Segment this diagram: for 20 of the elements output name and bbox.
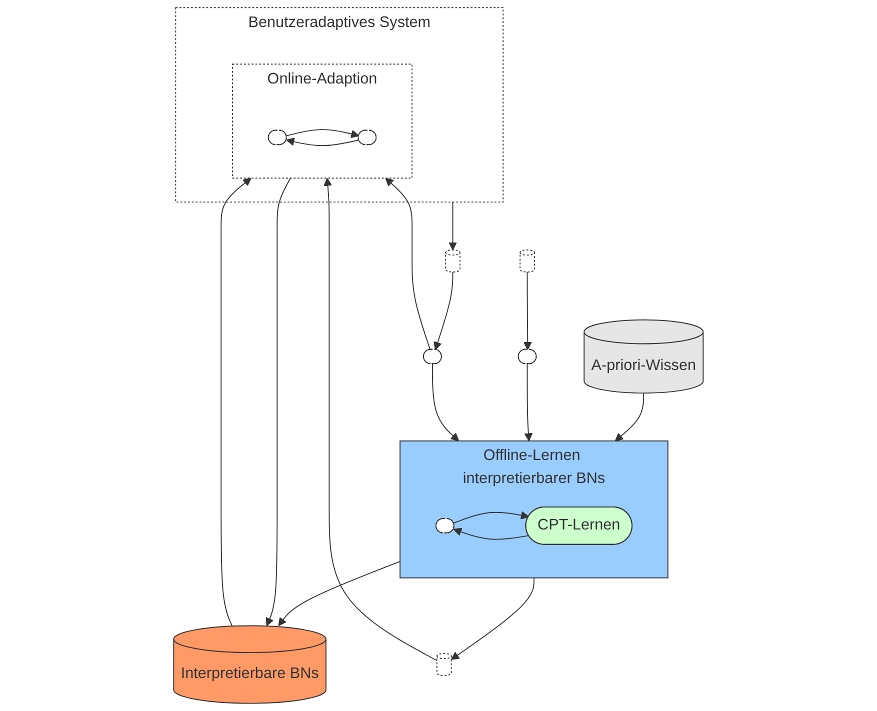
arrow <box>448 202 458 250</box>
arrow <box>524 272 532 350</box>
arrow <box>453 528 530 540</box>
arrow <box>286 129 360 138</box>
cluster: Online-Adaption <box>232 64 413 179</box>
arrow <box>453 511 530 524</box>
arrow <box>434 272 454 350</box>
arrow <box>432 363 460 442</box>
node-cylinder <box>520 249 535 272</box>
arrow <box>451 577 535 660</box>
arrow <box>278 561 401 626</box>
arrow <box>524 363 533 442</box>
node-cylinder <box>436 653 452 676</box>
arrow <box>266 178 292 626</box>
arrow <box>220 178 252 626</box>
arrow <box>614 392 644 442</box>
node-cylinder <box>445 249 461 272</box>
arrow <box>286 138 360 146</box>
arrow <box>324 178 438 662</box>
arrow <box>385 178 431 350</box>
